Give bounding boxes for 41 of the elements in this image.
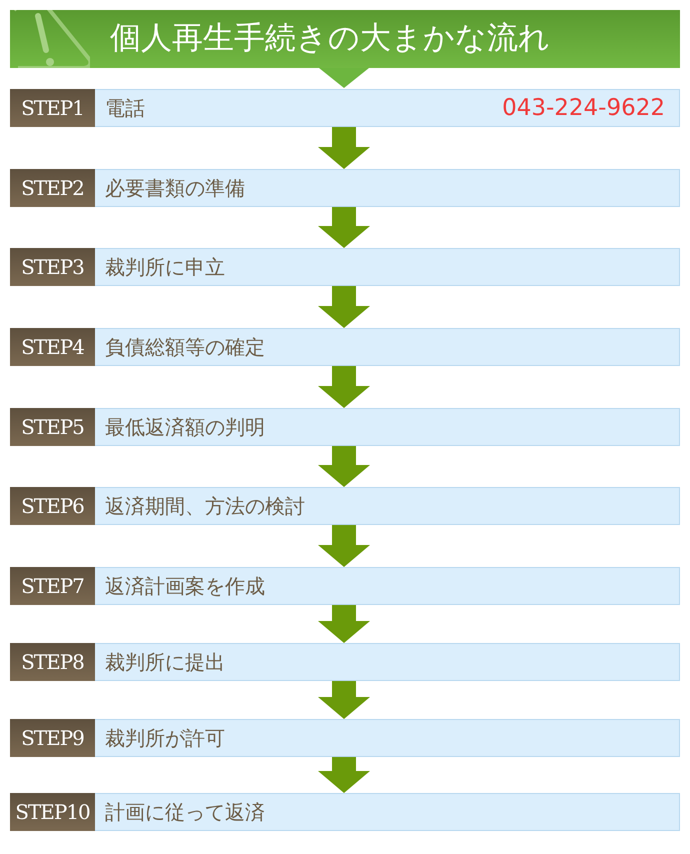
step-bar <box>10 89 680 127</box>
step-text: 電話 <box>105 95 145 122</box>
step-label: STEP5 <box>10 408 95 446</box>
step-label: STEP7 <box>10 567 95 605</box>
step-bar <box>10 169 680 207</box>
step-label: STEP4 <box>10 328 95 366</box>
arrow <box>318 446 370 487</box>
arrow <box>318 127 370 169</box>
arrow <box>318 681 370 719</box>
step-label: STEP1 <box>10 89 95 127</box>
step-label: STEP6 <box>10 487 95 525</box>
step-bar <box>10 328 680 366</box>
arrow <box>318 207 370 248</box>
step-label: STEP9 <box>10 719 95 757</box>
step-label: STEP8 <box>10 643 95 681</box>
arrow <box>318 286 370 328</box>
step-bar <box>10 567 680 605</box>
step-bar <box>10 248 680 286</box>
step-bar <box>10 719 680 757</box>
step-text: 返済計画案を作成 <box>105 573 265 600</box>
step-bar <box>10 487 680 525</box>
step-text: 負債総額等の確定 <box>105 334 265 361</box>
step-label: STEP10 <box>10 793 95 831</box>
arrow <box>318 605 370 643</box>
step-text: 裁判所に申立 <box>105 254 225 281</box>
title-text: 個人再生手続きの大まかな流れ <box>110 19 550 58</box>
phone-number: 043-224-9622 <box>502 94 665 123</box>
step-text: 最低返済額の判明 <box>105 414 265 441</box>
arrow <box>318 366 370 408</box>
step-bar <box>10 643 680 681</box>
step-text: 裁判所に提出 <box>105 649 225 676</box>
step-text: 計画に従って返済 <box>105 799 265 826</box>
step-bar <box>10 408 680 446</box>
arrow <box>318 757 370 793</box>
step-bar <box>10 793 680 831</box>
arrow <box>318 525 370 567</box>
step-label: STEP2 <box>10 169 95 207</box>
step-text: 必要書類の準備 <box>105 175 245 202</box>
step-label: STEP3 <box>10 248 95 286</box>
step-text: 裁判所が許可 <box>105 725 225 752</box>
step-text: 返済期間、方法の検討 <box>105 493 305 520</box>
